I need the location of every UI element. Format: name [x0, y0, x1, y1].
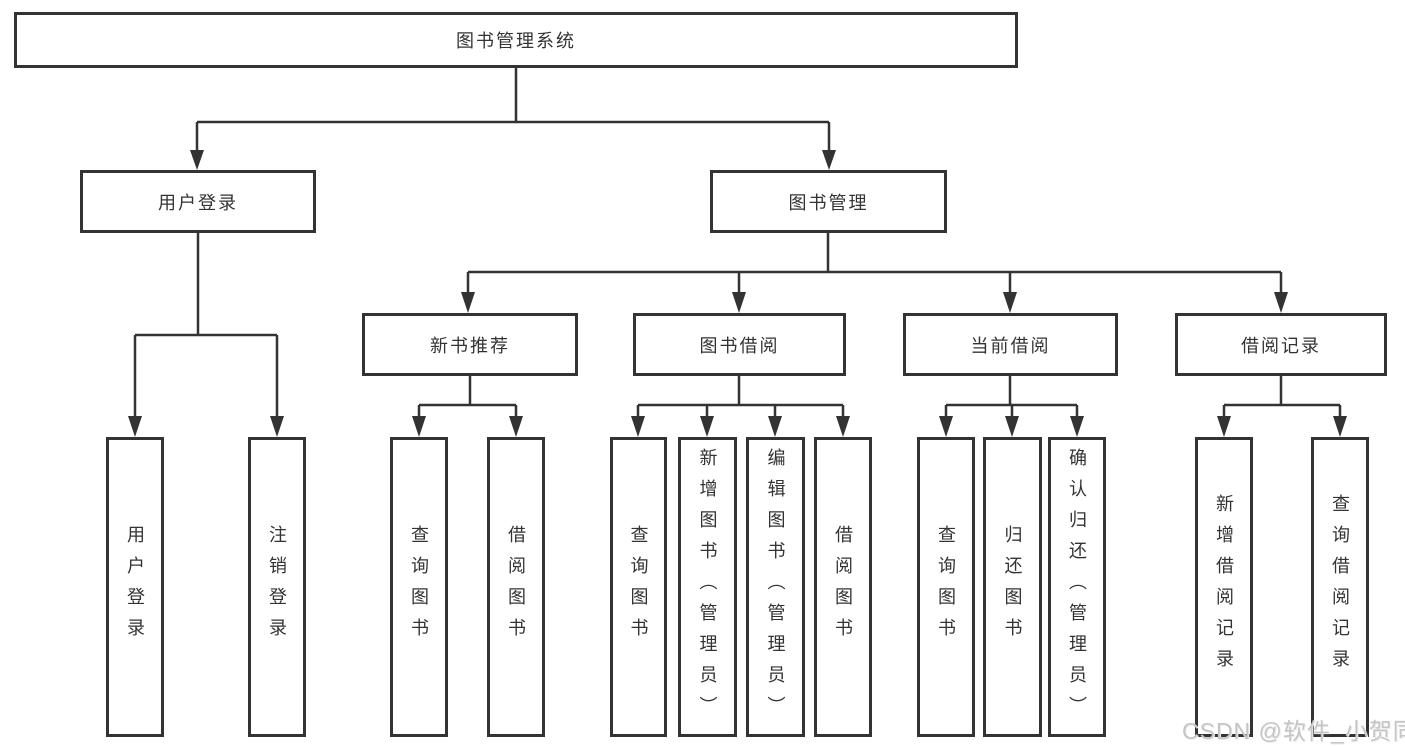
- connector-login-to-leaves: [128, 233, 284, 437]
- leaf-query-books-1: 查询图书: [390, 437, 448, 737]
- csdn-watermark: CSDN @软件_小贺同学: [1182, 718, 1405, 744]
- leaf-add-books-admin: 新增图书（管理员）: [678, 437, 737, 737]
- node-new-books: 新书推荐: [362, 313, 578, 376]
- node-user-login: 用户登录: [80, 170, 316, 233]
- connector-root-to-level2: [190, 68, 836, 170]
- connector-borrow-to-leaves: [631, 376, 850, 437]
- leaf-borrow-books-2: 借阅图书: [814, 437, 872, 737]
- node-book-mgmt: 图书管理: [710, 170, 947, 233]
- leaf-return-books: 归还图书: [983, 437, 1042, 737]
- leaf-query-borrow-record: 查询借阅记录: [1311, 437, 1369, 737]
- leaf-query-books-3: 查询图书: [917, 437, 975, 737]
- leaf-borrow-books-1: 借阅图书: [487, 437, 545, 737]
- connector-newbooks-to-leaves: [412, 376, 523, 437]
- connector-records-to-leaves: [1217, 376, 1347, 437]
- leaf-user-login: 用户登录: [106, 437, 164, 737]
- node-book-borrow: 图书借阅: [633, 313, 846, 376]
- node-borrow-records: 借阅记录: [1175, 313, 1387, 376]
- leaf-confirm-return-admin: 确认归还（管理员）: [1048, 437, 1106, 737]
- leaf-edit-books-admin: 编辑图书（管理员）: [746, 437, 805, 737]
- connector-current-to-leaves: [939, 376, 1084, 437]
- leaf-logout: 注销登录: [248, 437, 306, 737]
- connector-mgmt-to-level3: [461, 233, 1288, 313]
- node-system-root: 图书管理系统: [14, 12, 1018, 68]
- leaf-add-borrow-record: 新增借阅记录: [1195, 437, 1253, 737]
- node-current-borrow: 当前借阅: [903, 313, 1118, 376]
- leaf-query-books-2: 查询图书: [610, 437, 667, 737]
